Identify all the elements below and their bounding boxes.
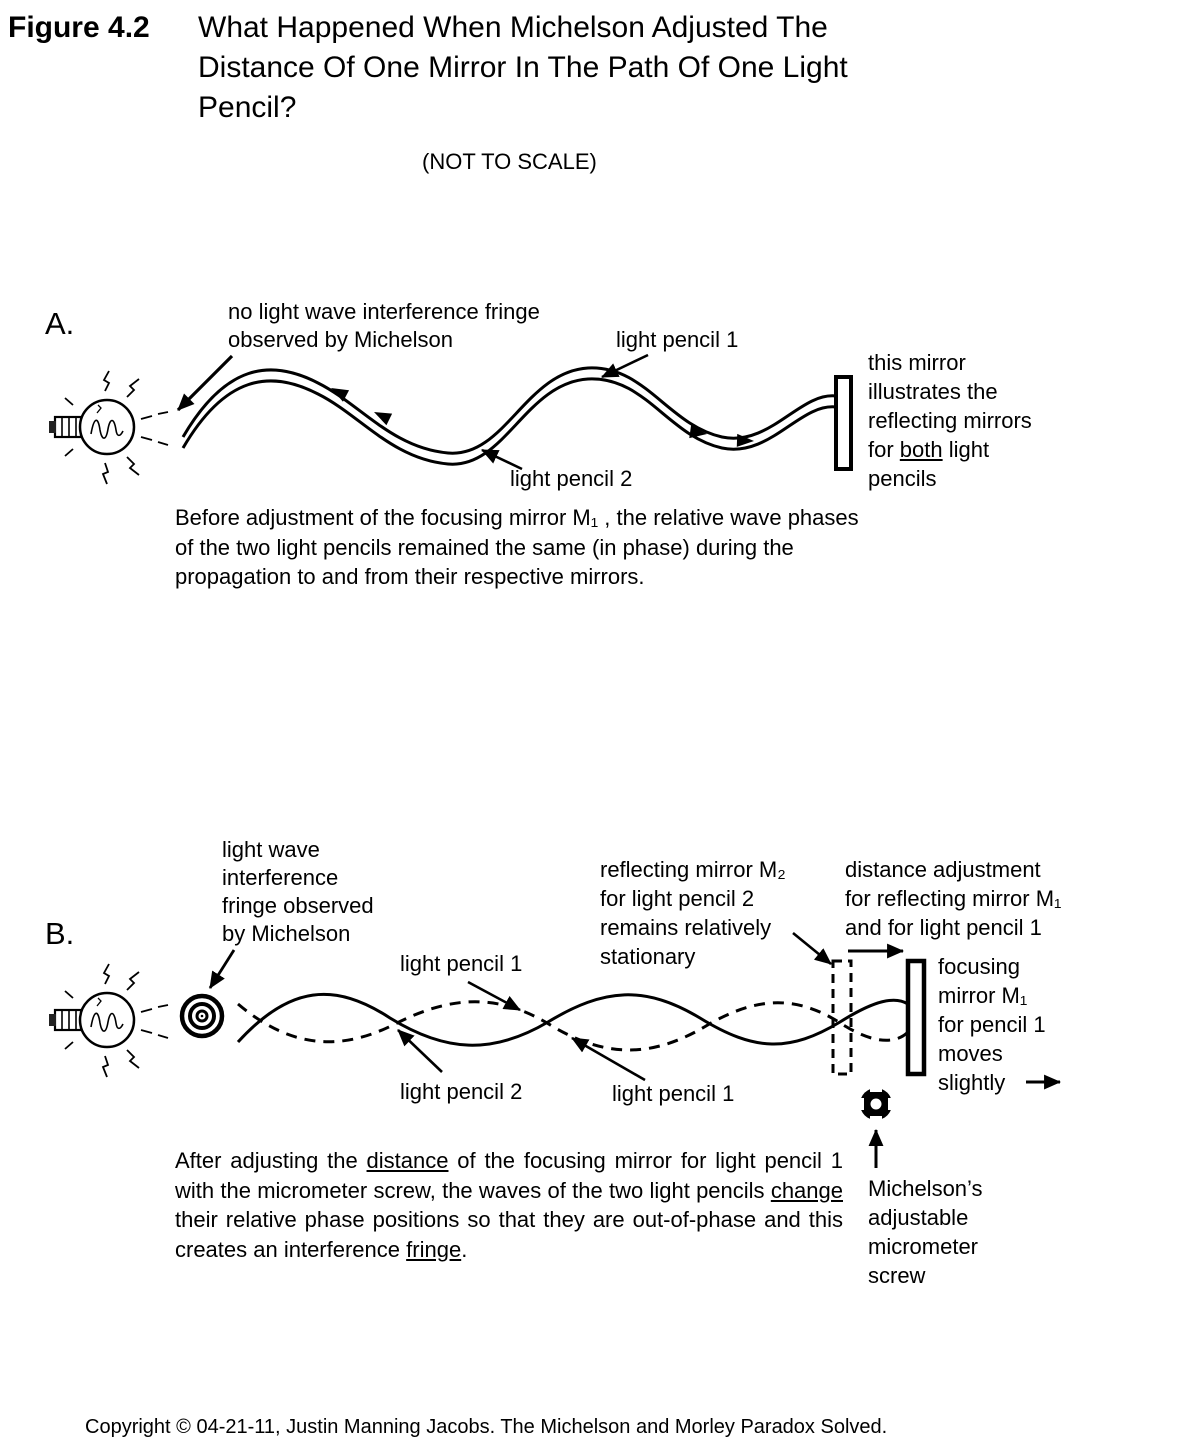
mirror-note-a-line4-both: both — [899, 437, 943, 462]
light-bulb-icon — [47, 962, 170, 1079]
mirror-note-a-line4-post: light — [942, 437, 990, 462]
section-b-label: B. — [45, 916, 75, 951]
figure-number: Figure 4.2 — [8, 11, 150, 44]
section-a-label: A. — [45, 306, 75, 341]
fringe-callout-a: no light wave interference fringe observ… — [228, 299, 540, 352]
focusing-mirror-m1-icon — [905, 958, 927, 1077]
mirror-note-a: this mirror illustrates the reflecting m… — [868, 348, 1088, 493]
light-pencil-2-label-a: light pencil 2 — [510, 466, 633, 491]
light-pencil-1-wave — [236, 992, 909, 1047]
interference-fringe-icon — [179, 993, 225, 1039]
micrometer-screw-icon — [856, 1084, 896, 1124]
paragraph-a: Before adjustment of the focusing mirror… — [175, 505, 859, 589]
focusing-mirror-m1-note: focusing mirror M₁ for pencil 1 moves sl… — [938, 954, 1046, 1095]
mirror-note-a-line5: pencils — [868, 466, 937, 491]
scale-note: (NOT TO SCALE) — [422, 149, 597, 174]
distance-adjustment-note: distance adjustment for reflecting mirro… — [845, 857, 1062, 940]
paragraph-b-seg-distance: distance — [366, 1148, 449, 1173]
reflecting-mirror-m2-note: reflecting mirror M₂ for light pencil 2 … — [600, 857, 786, 969]
paragraph-b-seg-change: change — [770, 1177, 843, 1203]
light-pencil-2-label-b: light pencil 2 — [400, 1079, 523, 1104]
paragraph-b: After adjusting the distance of the focu… — [175, 1146, 843, 1264]
fringe-callout-b: light wave interference fringe observed … — [222, 837, 374, 946]
micrometer-screw-note: Michelson’s adjustable micrometer screw — [868, 1176, 983, 1288]
paragraph-b-seg2: of the focusing mirror for light pencil … — [175, 1148, 843, 1203]
wave-direction-arrowheads — [331, 388, 754, 447]
light-bulb-icon — [47, 369, 170, 486]
paragraph-b-seg0: After adjusting the — [175, 1148, 367, 1173]
mirror-note-a-line4: for both light — [868, 435, 1088, 464]
copyright-line: Copyright © 04-21-11, Justin Manning Jac… — [85, 1416, 888, 1438]
figure-title: What Happened When Michelson Adjusted Th… — [198, 11, 848, 124]
in-phase-wave — [181, 366, 837, 466]
out-of-phase-waves — [236, 992, 910, 1052]
light-pencil-2-wave — [237, 1000, 910, 1052]
callout-arrows-a — [176, 353, 649, 471]
figure-title-row: Figure 4.2 What Happened When Michelson … — [8, 8, 1058, 128]
light-pencil-1-upper-label-b: light pencil 1 — [400, 951, 523, 976]
paragraph-b-seg-fringe: fringe — [406, 1236, 462, 1262]
light-pencil-1-lower-label-b: light pencil 1 — [612, 1081, 735, 1106]
mirror-note-a-line4-pre: for — [868, 437, 900, 462]
paragraph-b-seg6: . — [461, 1236, 468, 1262]
mirror-note-a-top: this mirror illustrates the reflecting m… — [868, 350, 1032, 433]
paragraph-b-seg4: their relative phase positions so that t… — [175, 1207, 843, 1262]
mirror-icon — [834, 375, 853, 471]
light-pencil-1-label-a: light pencil 1 — [616, 327, 739, 352]
reflecting-mirror-m2-icon — [831, 959, 853, 1076]
